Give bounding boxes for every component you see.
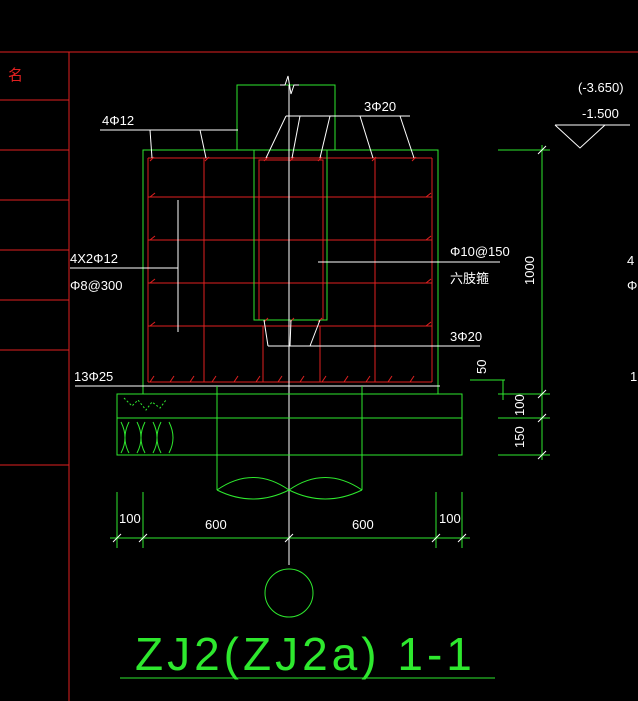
beam-outline (142, 149, 439, 395)
rebar-label-top-right: 3Φ20 (364, 99, 396, 114)
dim-layer-1: 100 (512, 394, 527, 416)
section-marker-circle (264, 568, 314, 618)
column-core (253, 149, 328, 321)
dim-cover: 50 (474, 360, 489, 374)
rebar-label-bottom: 13Φ25 (74, 369, 113, 384)
rebar-label-column-bottom: 3Φ20 (450, 329, 482, 344)
pile (216, 386, 363, 500)
caption: ZJ2(ZJ2a) 1-1 (120, 628, 495, 680)
fragment-lower: 1 (630, 369, 637, 384)
horizontal-dimensions: 100 600 600 100 (110, 492, 470, 548)
dim-layer-2: 150 (512, 426, 527, 448)
dim-left-span: 600 (205, 517, 227, 532)
elevation-secondary: -1.500 (582, 106, 619, 121)
rebar-label-top-left: 4Φ12 (102, 113, 134, 128)
rebar-label-stirrup-2: 六肢箍 (450, 271, 489, 286)
dim-right-span: 600 (352, 517, 374, 532)
elevation-marker: (-3.650) -1.500 (554, 80, 630, 149)
title-block-label: 名 (8, 67, 23, 84)
rebar-label-side-1: 4X2Φ12 (70, 251, 118, 266)
rebar-label-stirrup-1: Φ10@150 (450, 244, 510, 259)
vertical-dimensions: 1000 50 100 150 (470, 145, 550, 460)
title-block: 名 (0, 51, 638, 701)
base-layers (116, 393, 463, 456)
bar-markers (149, 156, 432, 383)
rebar-label-side-2: Φ8@300 (70, 278, 123, 293)
rebar-cage (147, 157, 433, 383)
dim-left-edge: 100 (119, 511, 141, 526)
dim-right-edge: 100 (439, 511, 461, 526)
dim-beam-height: 1000 (522, 256, 537, 285)
right-edge-fragments: 4 Φ 1 (627, 253, 637, 384)
fragment-upper: 4 (627, 253, 634, 268)
fragment-upper-2: Φ (627, 278, 637, 293)
leader-lines (70, 115, 500, 387)
caption-text: ZJ2(ZJ2a) 1-1 (135, 628, 476, 680)
elevation-primary: (-3.650) (578, 80, 624, 95)
column-stub (236, 75, 336, 150)
